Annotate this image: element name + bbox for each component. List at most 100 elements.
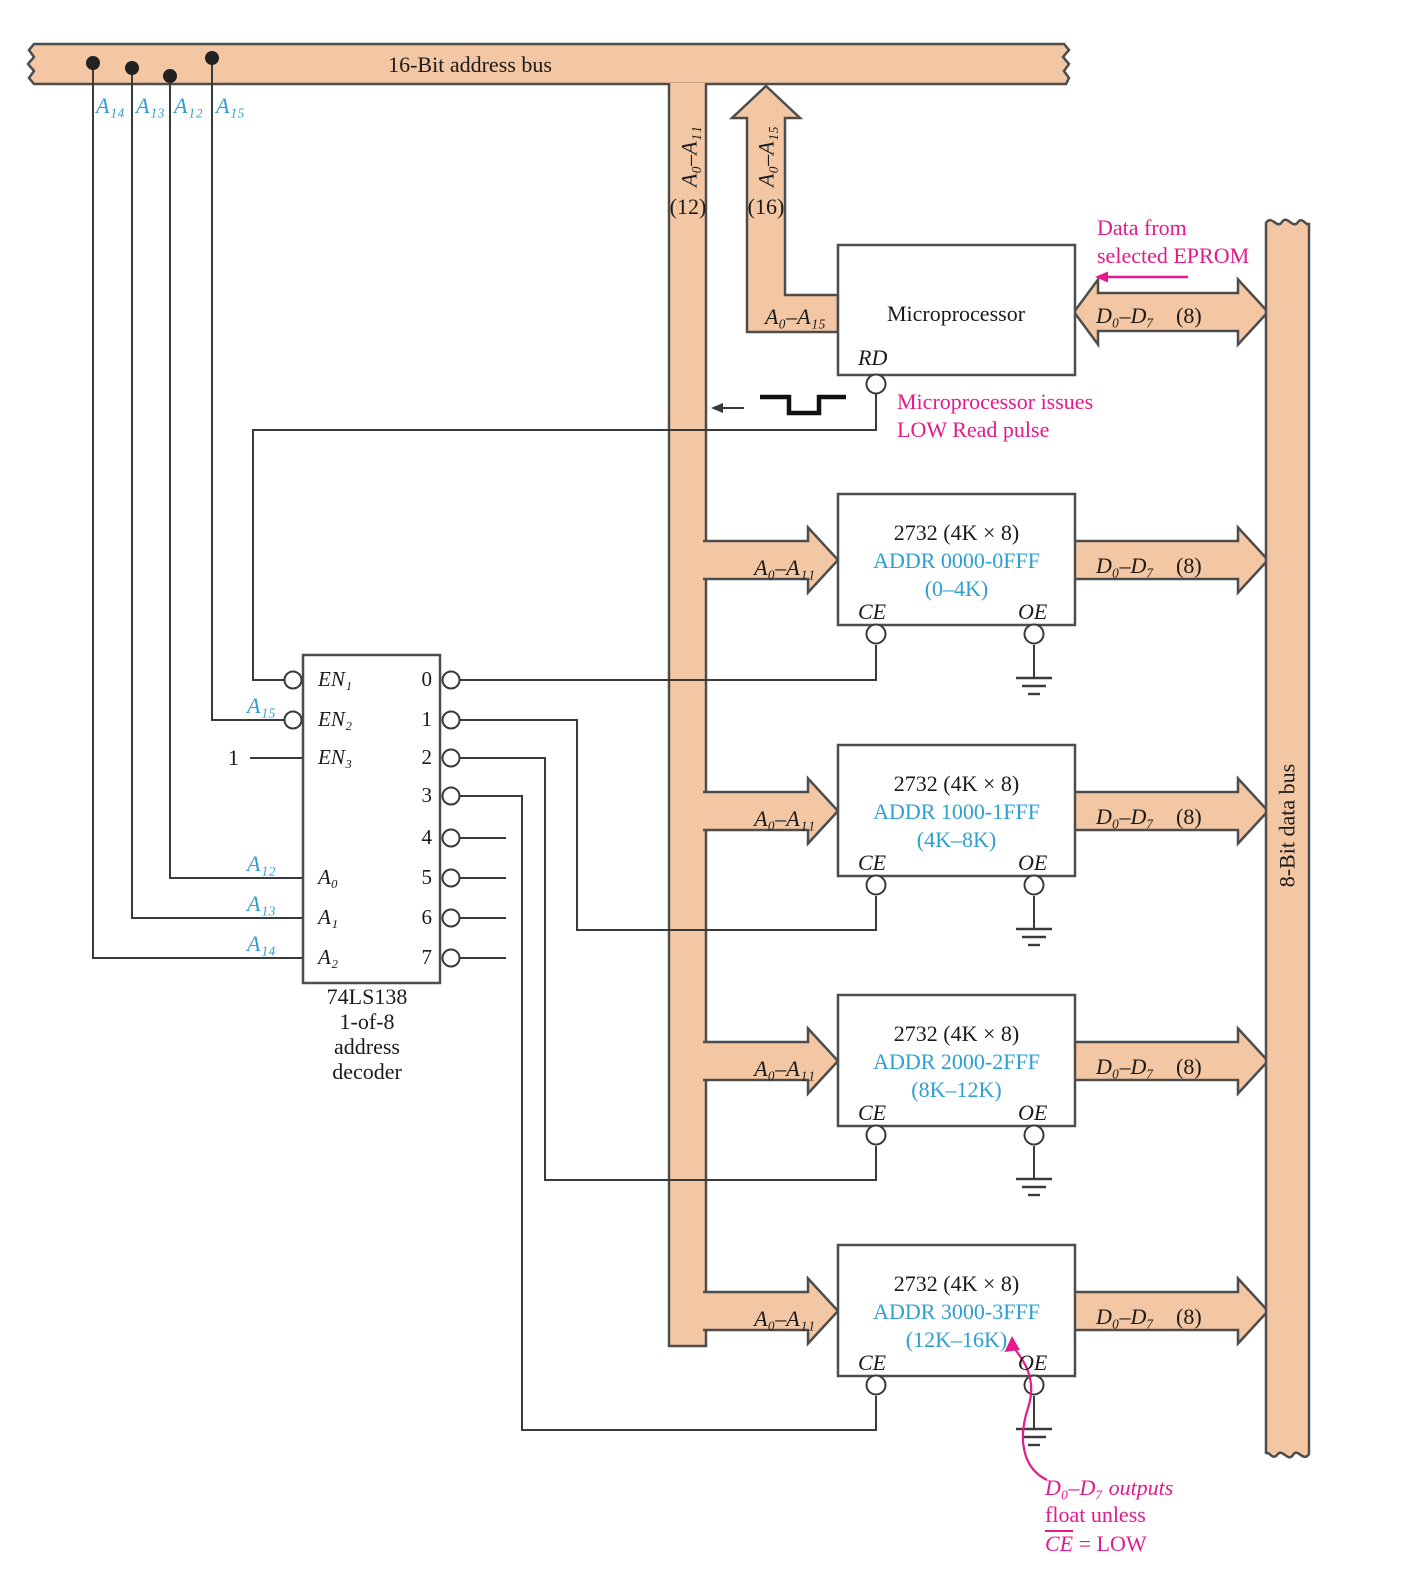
decoder-output-bubble	[441, 868, 461, 888]
decoder-output-3: 3	[421, 783, 433, 807]
eprom4-data-out-label: D₀–D₇	[1096, 1304, 1155, 1329]
eprom-box-4	[836, 1243, 1077, 1378]
decoder-pin-a0: A₀	[318, 865, 339, 889]
tap-dot-a12	[163, 69, 177, 83]
tap-dot-a15	[205, 51, 219, 65]
rd-pin-label: RD	[858, 345, 888, 370]
eprom-box-1	[836, 492, 1077, 627]
eprom2-ce-label: CE	[858, 850, 887, 875]
vertical-address-bus-shape	[667, 83, 708, 1348]
wire-rd-to-en1	[252, 394, 877, 681]
decoder-output-bubble	[441, 908, 461, 928]
eprom1-data-width-label: (8)	[1176, 553, 1202, 578]
bus-shapes	[26, 42, 1311, 1459]
mpu-data-width-label: (8)	[1176, 303, 1202, 328]
en3-constant-label: 1	[228, 745, 239, 770]
decoder-caption-line3: address	[334, 1034, 400, 1059]
read-pulse-note-line1: Microprocessor issues	[897, 389, 1094, 414]
eprom3-data-out-label: D₀–D₇	[1096, 1054, 1155, 1079]
eprom3-title: 2732 (4K × 8)	[893, 1021, 1020, 1046]
decoder-output-4: 4	[421, 825, 433, 849]
vertical-bus-width-label: (12)	[669, 194, 707, 219]
eprom4-addr-in-label: A₀–A₁₁	[754, 1306, 815, 1331]
decoder-caption-line4: decoder	[332, 1059, 402, 1084]
decoder-box	[301, 653, 442, 985]
eprom1-range: (0–4K)	[924, 576, 989, 601]
decoder-signal-a12: A₁₂	[247, 851, 276, 876]
float-note-line3: CE = LOW	[1045, 1530, 1147, 1555]
oe-bubble	[1023, 874, 1045, 896]
data-from-note-line1: Data from	[1097, 215, 1187, 240]
eprom2-data-width-label: (8)	[1176, 804, 1202, 829]
mpu-bus-port-label: A₀–A₁₅	[765, 304, 826, 329]
float-note-curved-arrow-icon	[1004, 1336, 1048, 1481]
data-bus-label: 8-Bit data bus	[1274, 763, 1300, 888]
tap-dot-a13	[125, 61, 139, 75]
decoder-caption-line2: 1-of-8	[339, 1009, 395, 1034]
ground-icon	[1016, 676, 1052, 696]
signal-wires	[92, 58, 1035, 1431]
tap-label-a14: A₁₄	[96, 93, 125, 118]
float-note-line2: float unless	[1045, 1502, 1146, 1527]
eprom1-ce-label: CE	[858, 599, 887, 624]
low-pulse-icon	[760, 394, 846, 416]
ce-bubble	[865, 623, 887, 645]
wire-out0-ce1	[460, 645, 877, 681]
wire-a15	[211, 58, 284, 721]
tap-dot-a14	[86, 56, 100, 70]
decoder-signal-a13: A₁₃	[247, 891, 276, 916]
decoder-output-6: 6	[421, 905, 433, 929]
microprocessor-title: Microprocessor	[886, 301, 1026, 326]
eprom3-ce-label: CE	[858, 1100, 887, 1125]
ground-symbols	[1016, 676, 1052, 1447]
decoder-signal-a15: A₁₅	[247, 693, 276, 718]
eprom1-data-out-label: D₀–D₇	[1096, 553, 1155, 578]
eprom3-range: (8K–12K)	[911, 1077, 1002, 1102]
eprom4-title: 2732 (4K × 8)	[893, 1271, 1020, 1296]
eprom-box-3	[836, 993, 1077, 1128]
oe-bubble	[1023, 623, 1045, 645]
oe-bubble	[1023, 1124, 1045, 1146]
eprom3-data-width-label: (8)	[1176, 1054, 1202, 1079]
tap-label-a13: A₁₃	[136, 93, 165, 118]
address-bus-shape	[26, 42, 1071, 86]
eprom1-addr: ADDR 0000-0FFF	[873, 548, 1040, 573]
eprom4-data-width-label: (8)	[1176, 1304, 1202, 1329]
wire-out1-ce2	[460, 719, 877, 931]
bus-tap-dots	[86, 51, 219, 83]
float-note-line1: D₀–D₇ outputs	[1045, 1475, 1174, 1500]
eprom2-oe-label: OE	[1018, 850, 1048, 875]
mpu-data-label: D₀–D₇	[1096, 303, 1155, 328]
eprom-box-2	[836, 743, 1077, 878]
decoder-pin-a2: A₂	[318, 945, 339, 969]
ce-bubble	[865, 1124, 887, 1146]
ce-bubble	[865, 1374, 887, 1396]
decoder-output-bubble	[441, 748, 461, 768]
data-from-note-line2: selected EPROM	[1097, 243, 1250, 268]
wire-a13	[131, 68, 302, 919]
inverter-bubbles	[283, 373, 1045, 1396]
decoder-output-bubble	[441, 670, 461, 690]
ground-icon	[1016, 1427, 1052, 1447]
ce-bubble	[865, 874, 887, 896]
mpu-data-arrow	[1072, 275, 1270, 349]
decoder-output-bubble	[441, 710, 461, 730]
wire-a12	[169, 76, 302, 879]
decoder-pin-en3: EN₃	[318, 745, 353, 769]
rd-bubble	[865, 373, 887, 395]
pulse-direction-arrow-icon	[711, 403, 744, 413]
eprom1-title: 2732 (4K × 8)	[893, 520, 1020, 545]
wire-out2-ce3	[460, 757, 877, 1181]
decoder-output-7: 7	[421, 945, 433, 969]
eprom2-range: (4K–8K)	[916, 827, 997, 852]
eprom3-addr-in-label: A₀–A₁₁	[754, 1056, 815, 1081]
oe-bubble	[1023, 1374, 1045, 1396]
eprom2-data-out-label: D₀–D₇	[1096, 804, 1155, 829]
tap-label-a12: A₁₂	[174, 93, 203, 118]
ground-icon	[1016, 927, 1052, 947]
eprom2-title: 2732 (4K × 8)	[893, 771, 1020, 796]
ground-icon	[1016, 1177, 1052, 1197]
en1-bubble	[283, 670, 303, 690]
decoder-pin-a1: A₁	[318, 905, 339, 929]
